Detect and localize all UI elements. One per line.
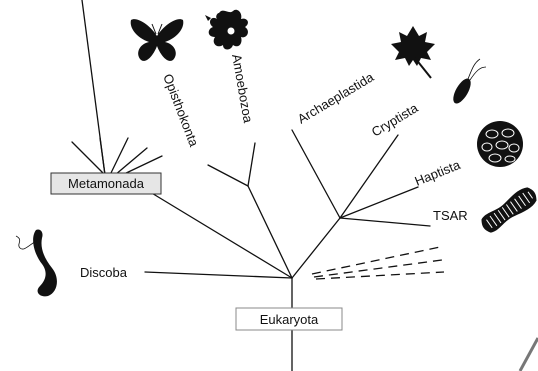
euglena-icon xyxy=(16,229,57,296)
label-metamonada: Metamonada xyxy=(68,176,145,191)
branch-archaeplastida xyxy=(292,130,340,218)
butterfly-icon xyxy=(131,19,184,61)
label-archaeplastida: Archaeplastida xyxy=(295,69,377,127)
cryptomonad-icon xyxy=(450,59,486,106)
metamonada-sub-3 xyxy=(110,138,128,175)
dashed-lineages xyxy=(312,247,444,279)
dashed-lineage-1 xyxy=(312,247,440,274)
label-eukaryota: Eukaryota xyxy=(260,312,319,327)
diatom-icon xyxy=(478,184,538,236)
label-cryptista: Cryptista xyxy=(369,100,421,140)
branch-haptista xyxy=(340,187,418,218)
metamonada-label-box: Metamonada xyxy=(51,173,161,194)
dashed-lineage-2 xyxy=(314,260,442,277)
branch-cryptista xyxy=(340,135,398,218)
branch-amoebozoa xyxy=(248,143,255,186)
metamonada-sub-5 xyxy=(122,156,162,175)
metamonada-sub-2 xyxy=(100,138,105,175)
dashed-lineage-3 xyxy=(316,272,444,279)
amoeba-icon xyxy=(205,10,248,50)
corner-mark xyxy=(520,338,538,371)
branch-tsar xyxy=(340,218,430,226)
metamonada-sub-1 xyxy=(72,142,105,175)
label-discoba: Discoba xyxy=(80,265,128,280)
label-opisthokonta: Opisthokonta xyxy=(160,72,202,150)
branch-metamonada xyxy=(150,192,292,278)
branch-discoba xyxy=(145,272,292,278)
label-tsar: TSAR xyxy=(433,208,468,223)
leaf-icon xyxy=(391,26,435,78)
label-amoebozoa: Amoebozoa xyxy=(229,53,256,125)
label-haptista: Haptista xyxy=(413,157,464,189)
eukaryota-label-box: Eukaryota xyxy=(236,308,342,330)
coccolithophore-icon xyxy=(477,121,523,167)
branch-opisthokonta xyxy=(208,165,248,186)
